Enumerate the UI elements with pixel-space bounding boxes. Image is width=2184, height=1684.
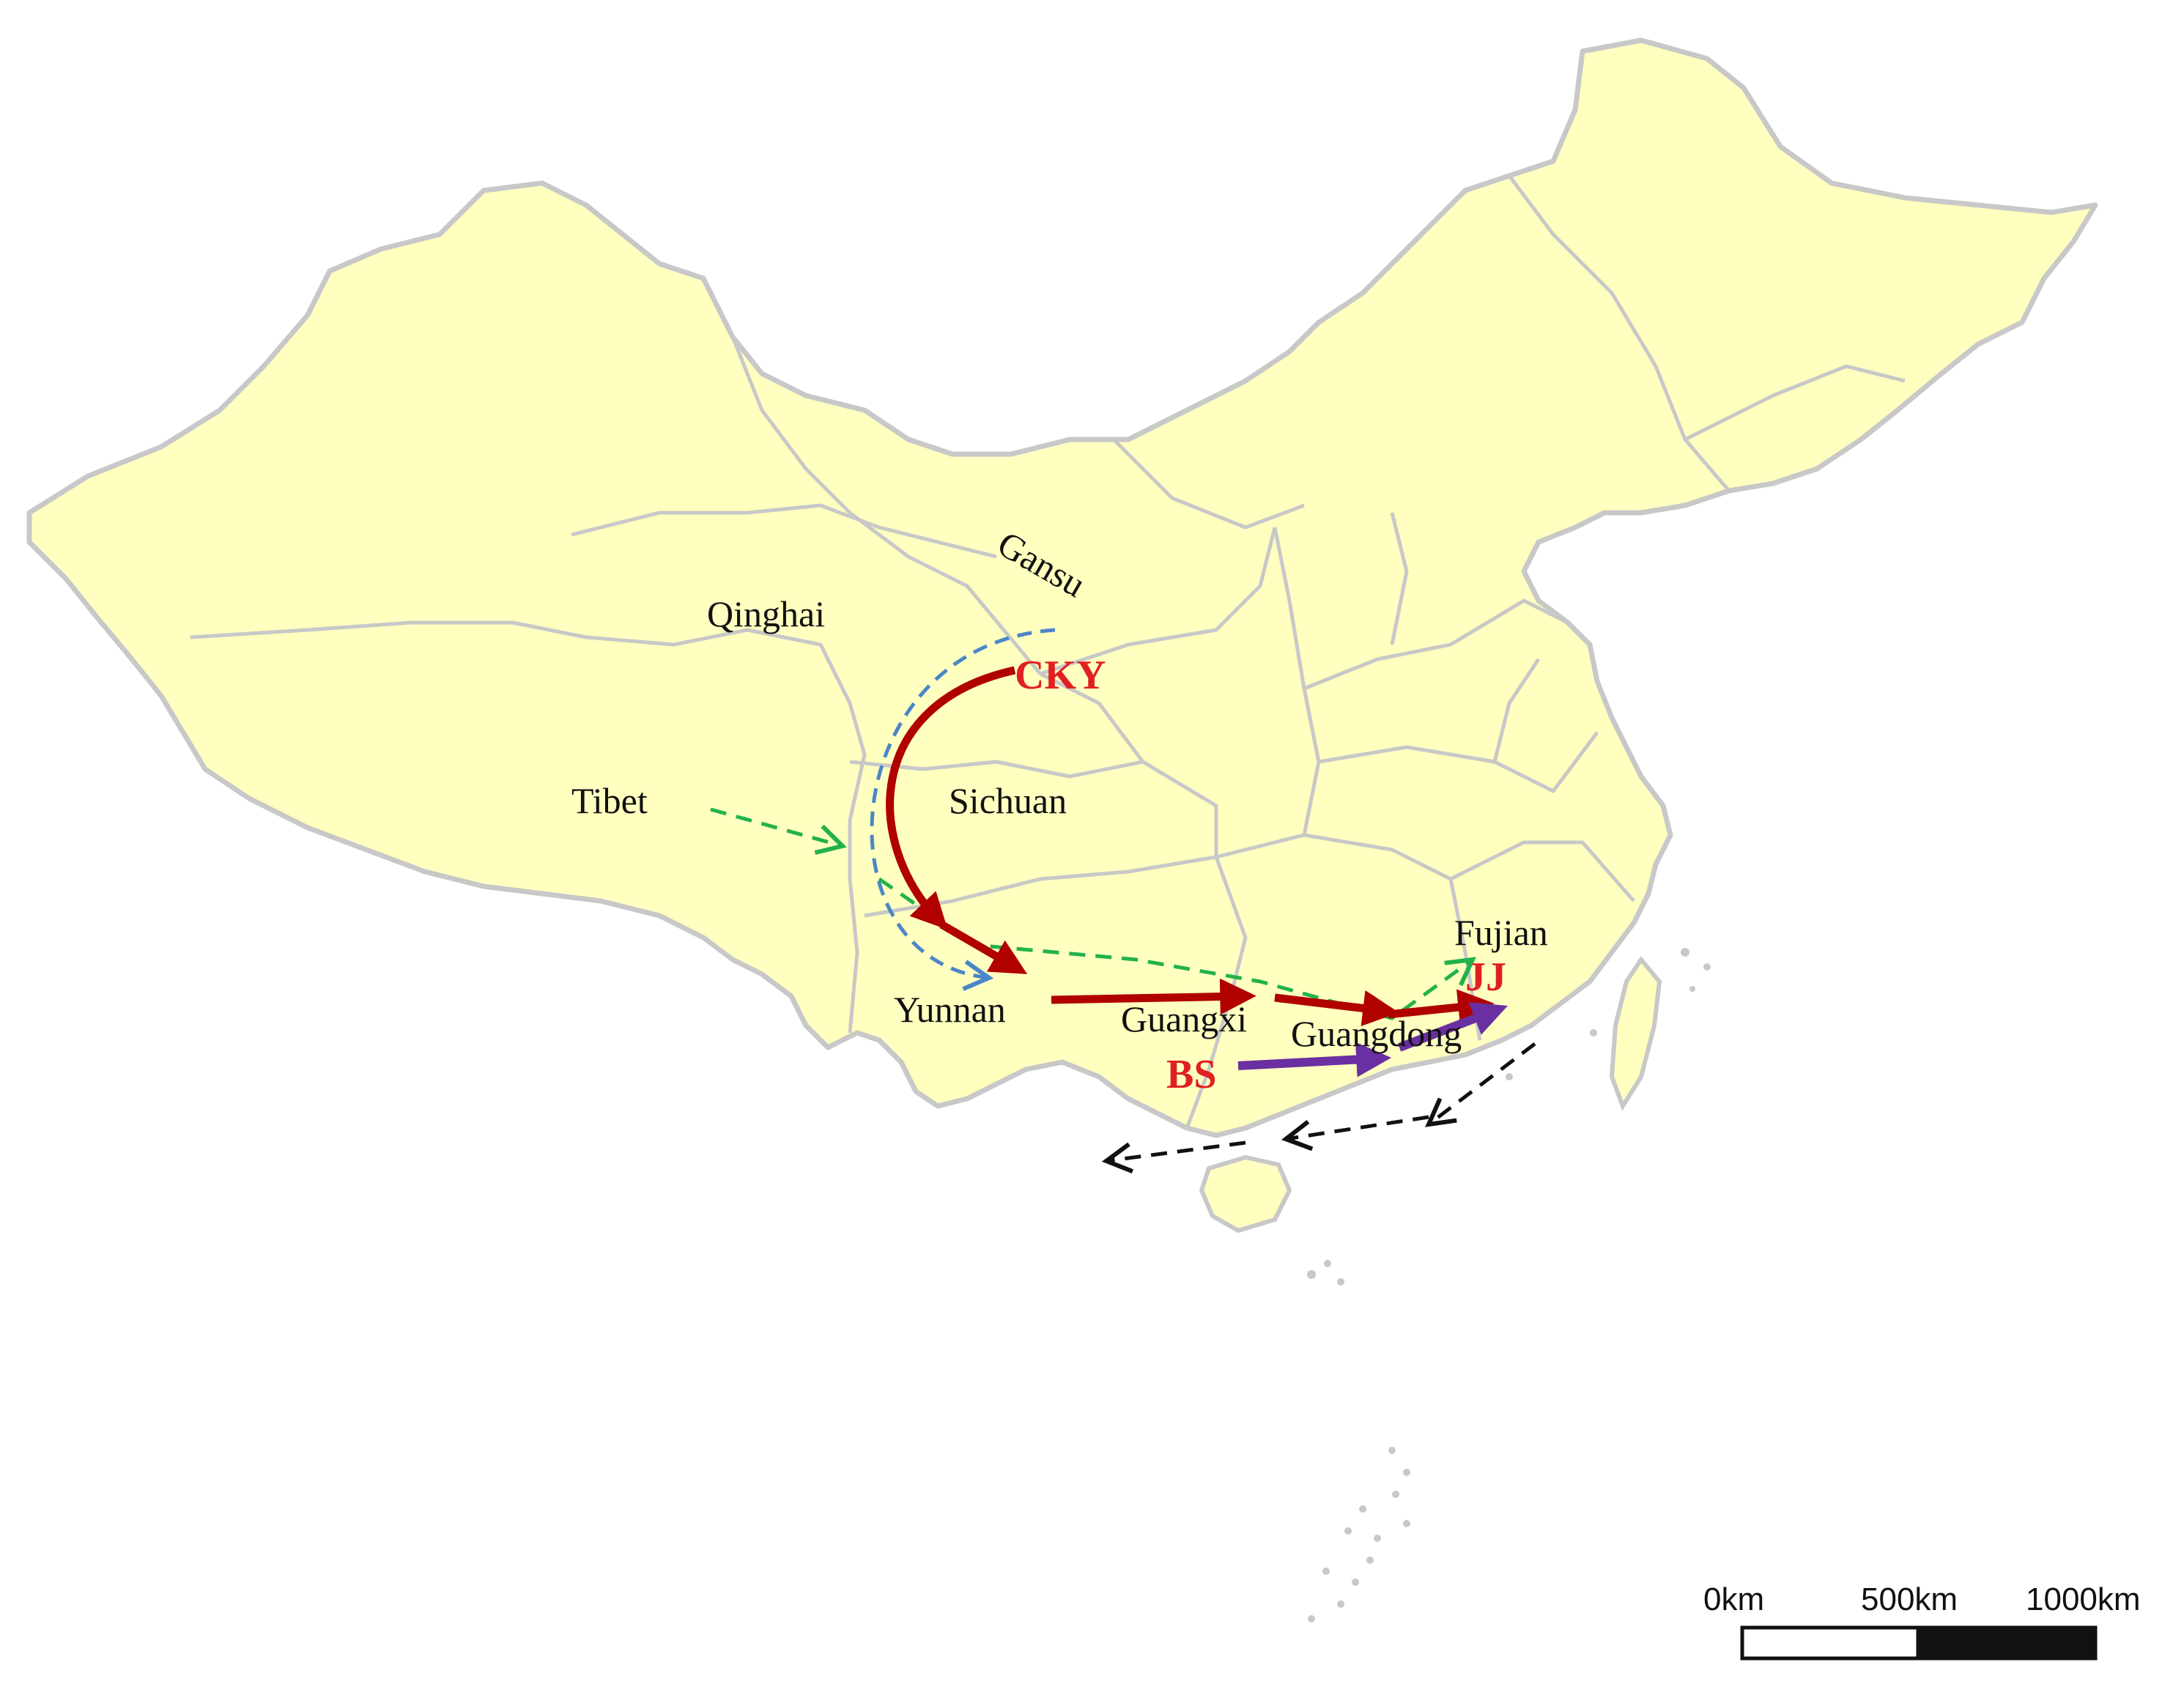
scale-segment-black	[1916, 1625, 2098, 1661]
label-qinghai: Qinghai	[707, 593, 825, 634]
tibet-route	[710, 807, 847, 855]
label-tibet: Tibet	[571, 780, 648, 821]
scale-tick-500: 500km	[1861, 1581, 1958, 1617]
scale-tick-0: 0km	[1703, 1581, 1764, 1617]
scale-bar: 0km 500km 1000km	[1703, 1581, 2141, 1661]
gansu-yunnan-route	[870, 628, 1056, 991]
cky-jj-route-4	[1274, 990, 1399, 1027]
bs-route-2	[1397, 1001, 1508, 1052]
south-sea-islands	[1307, 948, 1711, 1622]
cky-jj-route-1	[886, 666, 1016, 930]
cky-jj-route-2	[939, 921, 1028, 974]
bs-route-1	[1237, 1042, 1392, 1077]
sea-route-2	[1281, 1115, 1429, 1151]
site-label-cky: CKY	[1015, 653, 1106, 698]
label-guangdong: Guangdong	[1291, 1013, 1462, 1054]
label-sichuan: Sichuan	[949, 780, 1067, 821]
label-guangxi: Guangxi	[1121, 998, 1247, 1039]
scale-segment-white	[1740, 1625, 1920, 1661]
hainan-island	[1199, 1154, 1292, 1234]
cky-jj-route-3	[1051, 978, 1256, 1015]
china-landmass	[26, 37, 2098, 1138]
yunnan-fujian-route	[878, 877, 1476, 1020]
label-yunnan: Yunnan	[894, 989, 1006, 1030]
scale-tick-1000: 1000km	[2026, 1581, 2141, 1617]
sea-route-1	[1425, 1042, 1536, 1127]
taiwan-island	[1609, 955, 1662, 1111]
sea-route-3	[1101, 1140, 1246, 1173]
site-label-jj: JJ	[1465, 954, 1506, 1000]
label-fujian: Fujian	[1454, 912, 1548, 953]
cky-jj-route-5	[1388, 989, 1495, 1025]
site-label-bs: BS	[1166, 1052, 1217, 1097]
